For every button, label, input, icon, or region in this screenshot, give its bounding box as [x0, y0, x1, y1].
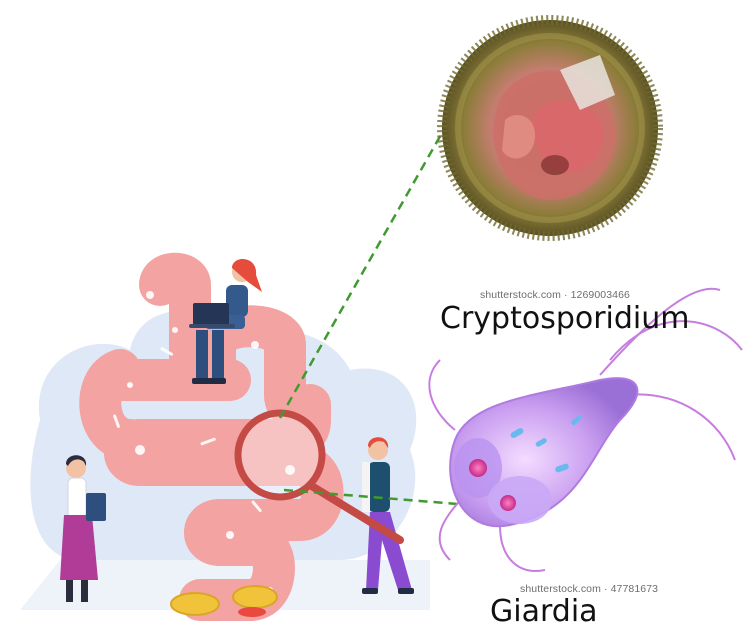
- cryptosporidium-label: Cryptosporidium: [440, 304, 690, 334]
- clipboard-icon: [86, 493, 106, 521]
- laptop-icon: [189, 303, 235, 328]
- cryptosporidium-image: [442, 20, 658, 236]
- cryptosporidium-credit: shutterstock.com · 1269003466: [480, 289, 630, 301]
- giardia-label: Giardia: [490, 597, 598, 627]
